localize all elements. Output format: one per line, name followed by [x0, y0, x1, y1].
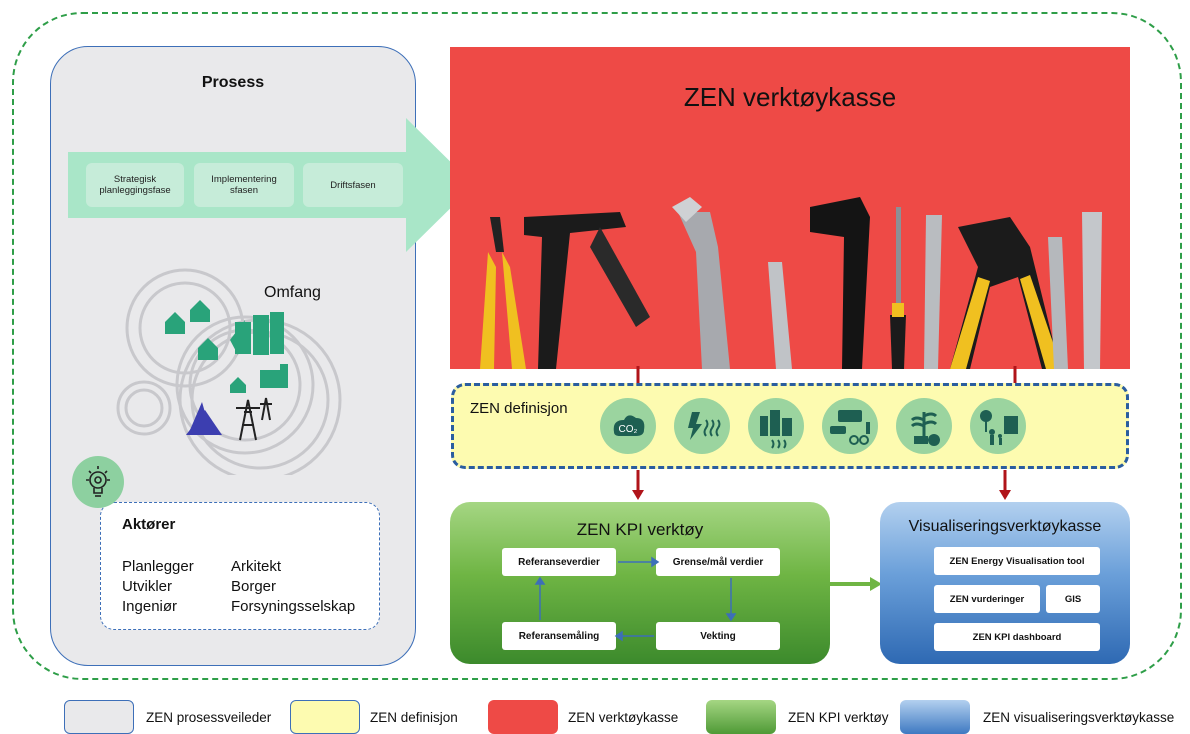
outer-dashed-frame [12, 12, 1182, 680]
economy-icon [896, 398, 952, 454]
kpi-node-referanseverdier: Referanseverdier [502, 548, 616, 576]
toolbox-title: ZEN verktøykasse [683, 82, 897, 112]
lightbulb-icon [72, 456, 124, 508]
definisjon-title: ZEN definisjon [470, 400, 568, 417]
mobility-icon [822, 398, 878, 454]
buildings-icon [748, 398, 804, 454]
aktorer-title: Aktører [122, 516, 176, 533]
kpi-title: ZEN KPI verktøy [576, 520, 704, 539]
phase-implementering: Implementering sfasen [194, 163, 294, 207]
actor-arkitekt: Arkitekt [231, 558, 282, 575]
legend-swatch-verktoykasse [488, 700, 558, 734]
visualisering-title: Visualiseringsverktøykasse [908, 518, 1102, 535]
legend-swatch-kpi [706, 700, 776, 734]
vis-node-energy-visualisation-tool: ZEN Energy Visualisation tool [934, 547, 1100, 575]
actor-forsyningsselskap: Forsyningsselskap [231, 598, 356, 615]
actor-borger: Borger [231, 578, 277, 595]
vis-node-zen-vurderinger: ZEN vurderinger [934, 585, 1040, 613]
legend-label-prosessveileder: ZEN prosessveileder [146, 710, 272, 725]
toolbox-connectors [632, 366, 1017, 500]
svg-text:CO₂: CO₂ [619, 424, 638, 435]
co2-icon: CO₂ [600, 398, 656, 454]
kpi-node-vekting: Vekting [656, 622, 780, 650]
legend-label-definisjon: ZEN definisjon [370, 710, 458, 725]
legend-swatch-definisjon [290, 700, 360, 734]
vis-node-kpi-dashboard: ZEN KPI dashboard [934, 623, 1100, 651]
kpi-cycle-arrows [534, 556, 737, 642]
tools-illustration [480, 197, 1102, 369]
actor-utvikler: Utvikler [122, 578, 173, 595]
kpi-node-referansemaling: Referansemåling [502, 622, 616, 650]
actor-planlegger: Planlegger [122, 558, 194, 575]
omfang-label: Omfang [264, 284, 321, 301]
kpi-node-grense-mal-verdier: Grense/mål verdier [656, 548, 780, 576]
toolbox-panel [450, 47, 1130, 369]
energy-icon [674, 398, 730, 454]
community-icon [970, 398, 1026, 454]
actor-ingenior: Ingeniør [122, 598, 178, 615]
prosess-title: Prosess [201, 74, 265, 91]
legend-label-verktoykasse: ZEN verktøykasse [568, 710, 679, 725]
phase-drift: Driftsfasen [303, 163, 403, 207]
legend-label-visualisering: ZEN visualiseringsverktøykasse [983, 710, 1175, 725]
legend-swatch-visualisering [900, 700, 970, 734]
legend-swatch-prosessveileder [64, 700, 134, 734]
kpi-to-vis-arrow [830, 577, 882, 591]
legend-label-kpi: ZEN KPI verktøy [788, 710, 889, 725]
phase-strategisk: Strategisk planleggingsfase [86, 163, 184, 207]
vis-node-gis: GIS [1046, 585, 1100, 613]
aktorer-box [100, 502, 380, 630]
omfang-scope-diagram [116, 268, 342, 475]
